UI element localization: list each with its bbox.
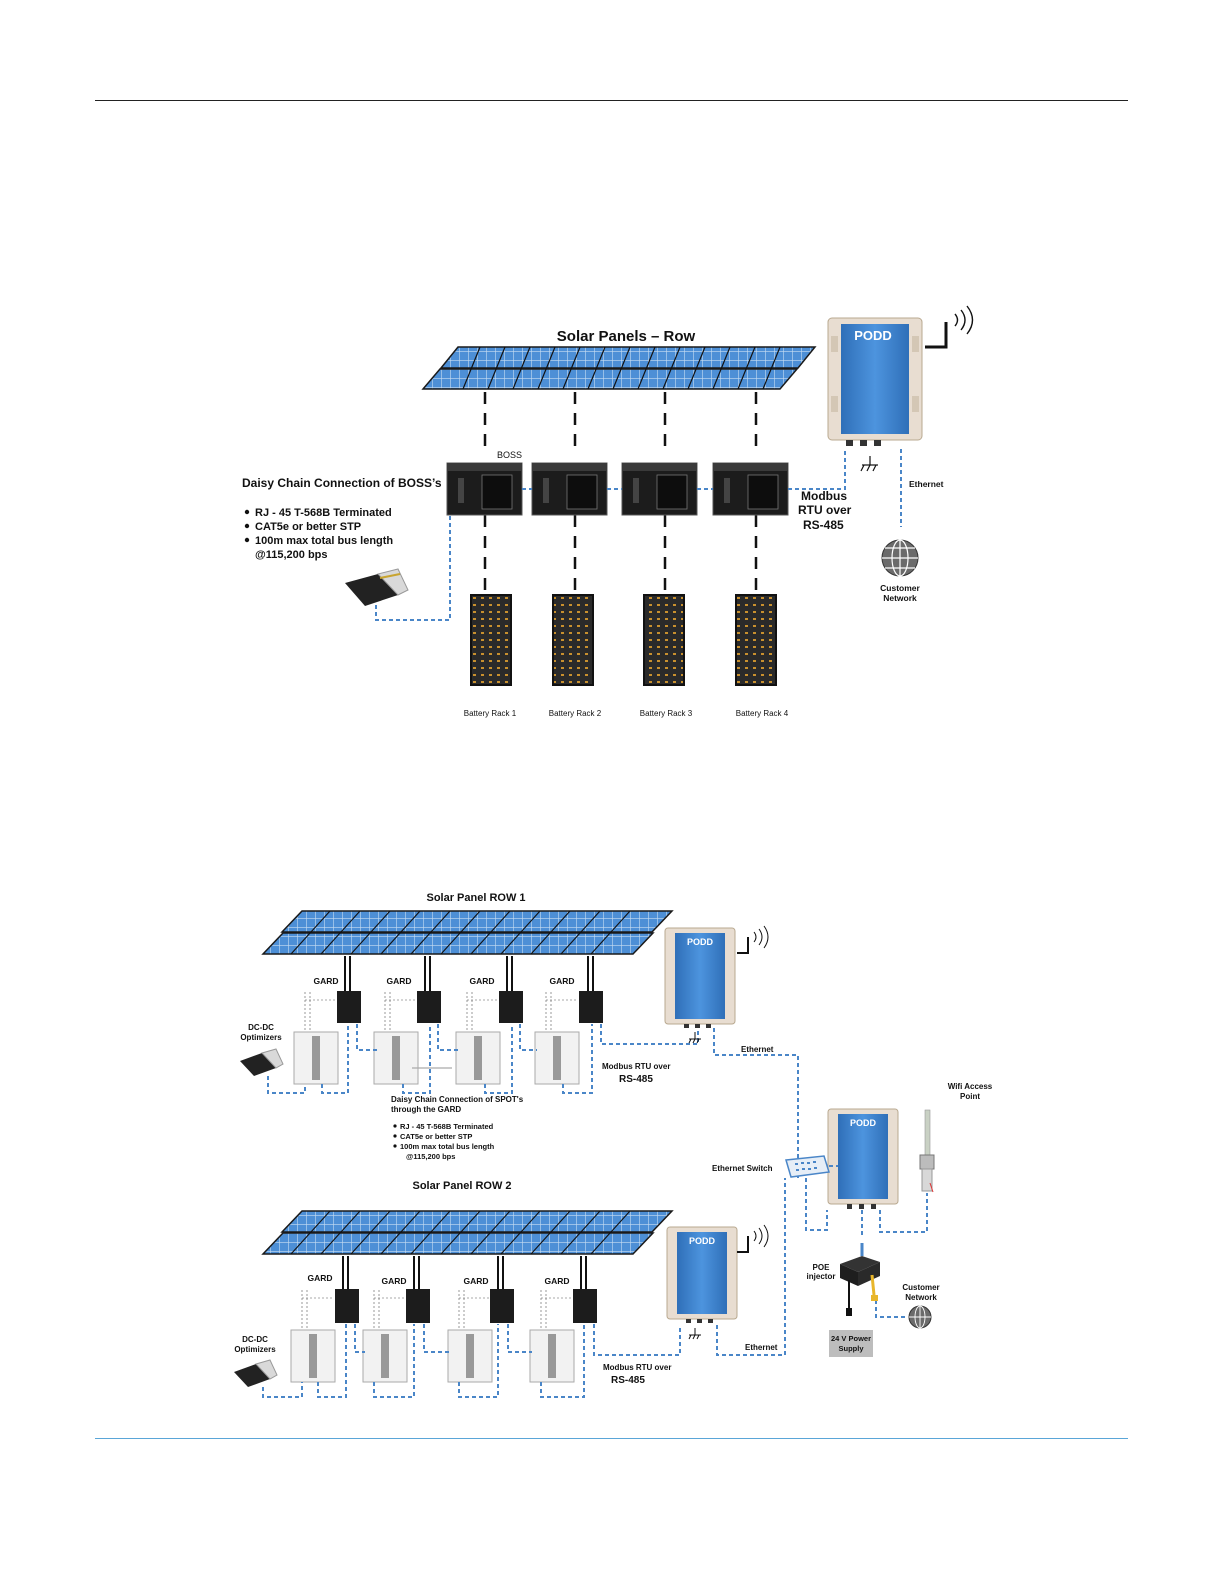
battery-rack-label: Battery Rack 4: [736, 709, 789, 718]
spot-daisy-title-2: through the GARD: [391, 1105, 461, 1114]
boss-unit: [712, 462, 789, 516]
row1-rs485-cables: [267, 1024, 799, 1178]
customer-network-globe-icon: [881, 539, 919, 577]
spot-daisy-title-1: Daisy Chain Connection of SPOT's: [391, 1095, 524, 1104]
wifi-label-2: Point: [960, 1092, 980, 1101]
solar-panel-array-row2: [261, 1210, 674, 1255]
battery-rack: [470, 594, 512, 686]
diagram-boss: Solar Panels – Row: [242, 305, 974, 718]
modbus-label-line2: RTU over: [798, 503, 852, 517]
poe-label-2: injector: [807, 1272, 836, 1281]
daisy-chain-title: Daisy Chain Connection of BOSS’s: [242, 476, 442, 490]
rj45-connector-icon: [345, 568, 409, 606]
svg-text:24 V Power: 24 V Power: [831, 1334, 871, 1343]
modbus-row1-line2: RS-485: [619, 1074, 653, 1085]
ground-icon: [688, 1032, 701, 1044]
boss-unit: [531, 462, 608, 516]
antenna-icon: [737, 925, 769, 954]
podd-gateway: PODD: [827, 317, 923, 446]
gard-group-row1: [293, 956, 603, 1085]
rj45-connector-icon: [240, 1048, 284, 1076]
boss-unit: [621, 462, 698, 516]
panel-to-boss-cables: [483, 392, 758, 590]
wifi-label-1: Wifi Access: [948, 1082, 993, 1091]
gard-label: GARD: [549, 976, 574, 986]
battery-rack: [735, 594, 777, 686]
svg-text:RJ - 45 T-568B Terminated: RJ - 45 T-568B Terminated: [400, 1122, 494, 1131]
modbus-row2-line1: Modbus RTU over: [603, 1363, 671, 1372]
battery-rack-label: Battery Rack 3: [640, 709, 693, 718]
svg-text:Supply: Supply: [838, 1344, 864, 1353]
ethernet-label: Ethernet: [909, 479, 944, 489]
rj45-connector-icon: [234, 1359, 278, 1387]
antenna-icon: [737, 1224, 769, 1253]
svg-text:RJ - 45 T-568B Terminated: RJ - 45 T-568B Terminated: [255, 507, 392, 519]
power-supply-box: 24 V Power Supply: [829, 1330, 873, 1357]
boss-unit: [446, 462, 523, 516]
battery-rack-label: Battery Rack 2: [549, 709, 602, 718]
modbus-row2-line2: RS-485: [611, 1375, 645, 1386]
gard-label: GARD: [313, 976, 338, 986]
customer-network-label-1: Customer: [880, 583, 920, 593]
podd-logo: PODD: [689, 1236, 716, 1246]
gard-label: GARD: [307, 1273, 332, 1283]
modbus-label-line1: Modbus: [801, 489, 847, 503]
row2-title: Solar Panel ROW 2: [412, 1180, 511, 1192]
podd-gateway-central: PODD: [827, 1108, 899, 1209]
customer-network-label-1: Customer: [902, 1283, 939, 1292]
svg-text:100m max total bus length: 100m max total bus length: [400, 1142, 495, 1151]
podd-gateway-row2: PODD: [666, 1226, 738, 1323]
gard-label: GARD: [386, 976, 411, 986]
ground-icon: [688, 1328, 701, 1340]
svg-text:CAT5e or better STP: CAT5e or better STP: [255, 521, 361, 533]
ethernet-label-row1: Ethernet: [741, 1045, 774, 1054]
gard-label: GARD: [381, 1276, 406, 1286]
svg-text:@115,200 bps: @115,200 bps: [255, 549, 328, 561]
podd-logo: PODD: [854, 328, 892, 343]
podd-logo: PODD: [687, 937, 714, 947]
gard-label: GARD: [463, 1276, 488, 1286]
spot-daisy-bullets: RJ - 45 T-568B Terminated CAT5e or bette…: [393, 1122, 495, 1161]
solar-row-title: Solar Panels – Row: [557, 328, 696, 345]
ethernet-switch-icon: [785, 1155, 830, 1178]
dcdc-label-1: DC-DC: [242, 1335, 268, 1344]
dcdc-label-1: DC-DC: [248, 1023, 274, 1032]
rs485-daisy-chain-cables: [375, 449, 902, 621]
svg-text:CAT5e or better STP: CAT5e or better STP: [400, 1132, 472, 1141]
svg-text:100m max total bus length: 100m max total bus length: [255, 535, 393, 547]
row1-title: Solar Panel ROW 1: [426, 892, 525, 904]
dcdc-label-2: Optimizers: [234, 1345, 276, 1354]
dcdc-label-2: Optimizers: [240, 1033, 282, 1042]
ethernet-switch-label: Ethernet Switch: [712, 1164, 773, 1173]
battery-rack: [552, 594, 594, 686]
battery-rack: [643, 594, 685, 686]
gard-label: GARD: [544, 1276, 569, 1286]
header-rule: [95, 100, 1128, 101]
battery-rack-label: Battery Rack 1: [464, 709, 517, 718]
podd-gateway-row1: PODD: [664, 927, 736, 1028]
customer-network-label-2: Network: [905, 1293, 937, 1302]
poe-injector-icon: [840, 1243, 880, 1316]
row2-rs485-cables: [262, 1178, 928, 1398]
boss-label: BOSS: [497, 450, 522, 460]
modbus-label-line3: RS-485: [803, 518, 844, 532]
ground-icon: [860, 456, 878, 472]
ethernet-label-row2: Ethernet: [745, 1343, 778, 1352]
modbus-row1-line1: Modbus RTU over: [602, 1062, 670, 1071]
daisy-chain-bullets: RJ - 45 T-568B Terminated CAT5e or bette…: [244, 507, 393, 561]
gard-group-row2: [290, 1256, 597, 1383]
poe-label-1: POE: [813, 1263, 831, 1272]
diagram-gard: Solar Panel ROW 1 Solar Panel ROW 2: [234, 892, 993, 1398]
antenna-icon: [925, 305, 974, 349]
solar-panel-array-row1: [261, 910, 674, 955]
customer-network-globe-icon: [908, 1305, 932, 1329]
customer-network-label-2: Network: [883, 593, 917, 603]
footer-rule: [95, 1438, 1128, 1439]
wifi-access-point-icon: [919, 1109, 935, 1193]
gard-label: GARD: [469, 976, 494, 986]
svg-text:@115,200 bps: @115,200 bps: [406, 1152, 455, 1161]
podd-logo: PODD: [850, 1118, 877, 1128]
solar-panel-array: [421, 346, 817, 390]
